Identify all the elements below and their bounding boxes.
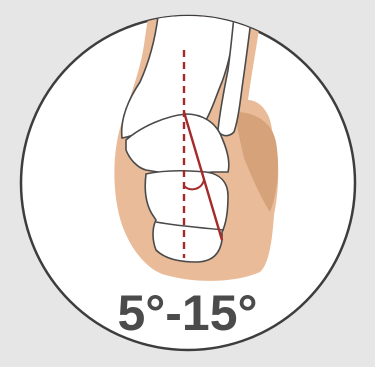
angle-range-label: 5°-15° (0, 288, 375, 338)
